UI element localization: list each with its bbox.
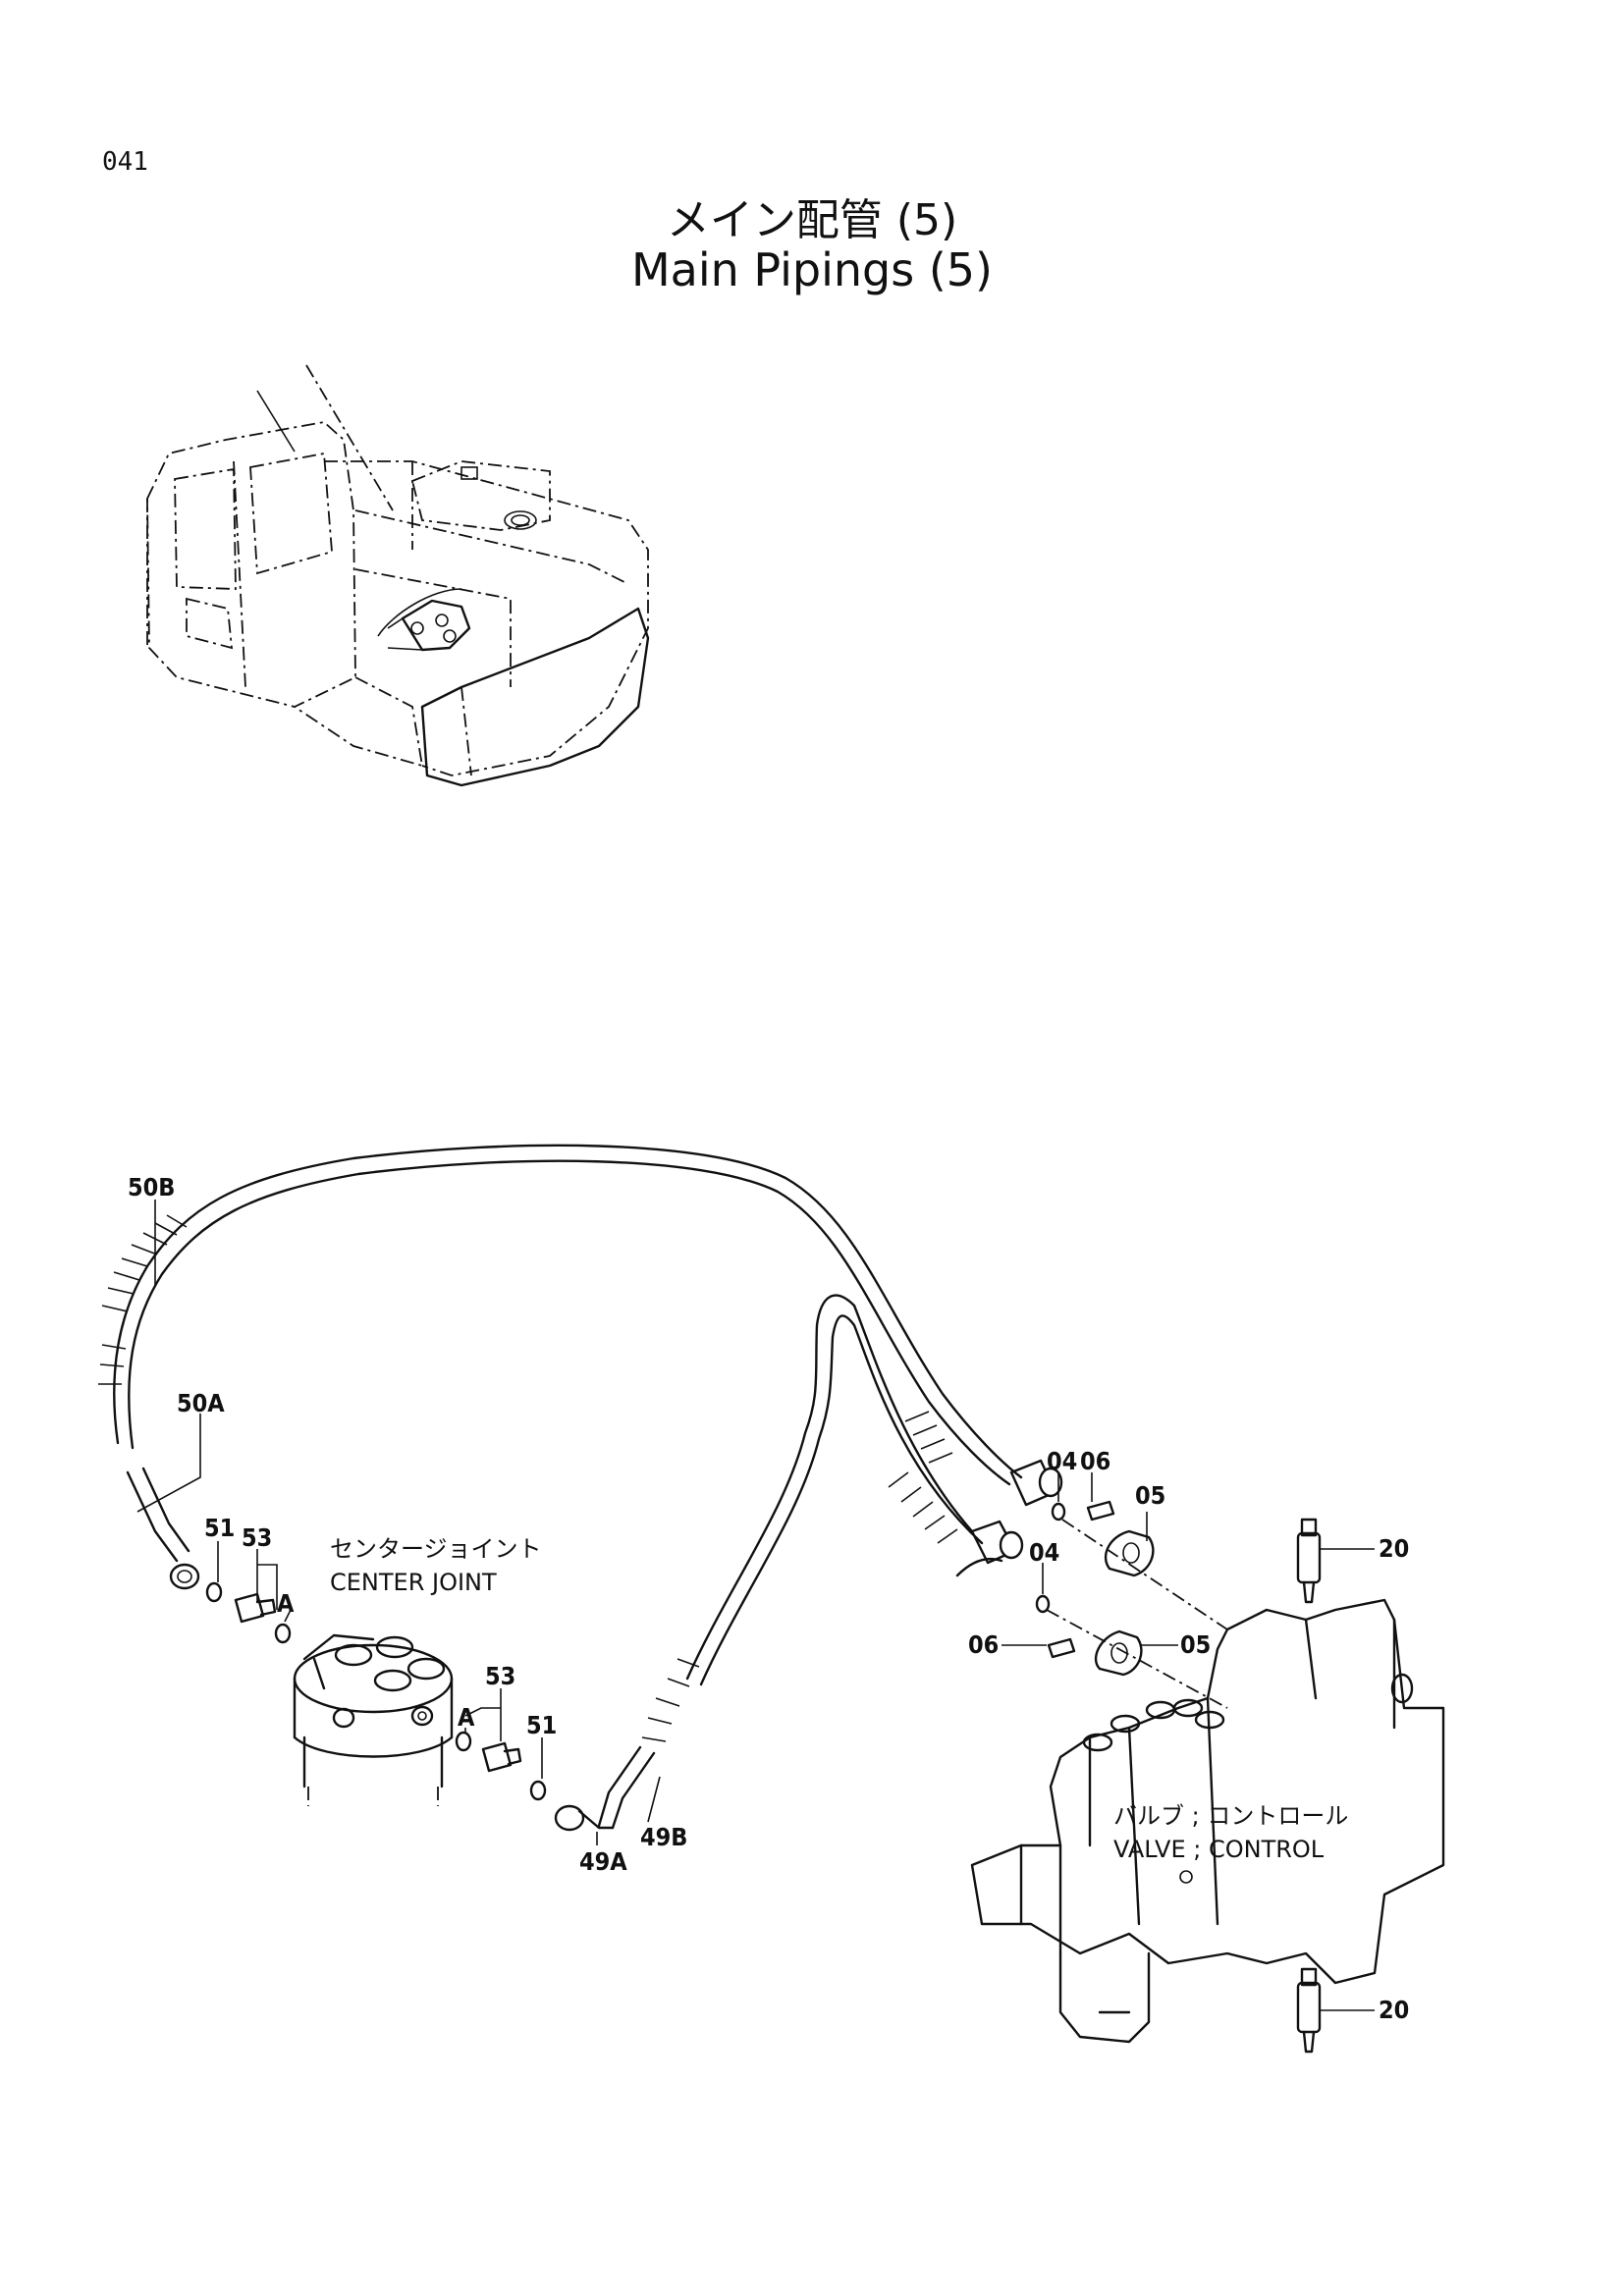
- label-04-upper: 04: [1047, 1447, 1077, 1475]
- fittings-right: [455, 1731, 547, 1801]
- label-20-upper: 20: [1379, 1534, 1409, 1563]
- sensor-20-upper: [1296, 1518, 1322, 1604]
- control-valve: [970, 1598, 1445, 2044]
- label-53-right: 53: [485, 1662, 515, 1690]
- label-06-lower: 06: [968, 1630, 999, 1659]
- label-49A: 49A: [579, 1847, 627, 1876]
- center-joint: [293, 1633, 454, 1806]
- label-20-lower: 20: [1379, 1996, 1409, 2024]
- excavator-body: [146, 364, 650, 787]
- hose-50B: [98, 1144, 1063, 1590]
- caption-center-joint-en: CENTER JOINT: [330, 1569, 497, 1596]
- hose-49B: [554, 1294, 1024, 1832]
- label-50A: 50A: [177, 1389, 225, 1417]
- label-53-left: 53: [242, 1523, 272, 1552]
- label-04-lower: 04: [1029, 1538, 1059, 1567]
- label-51-left: 51: [204, 1514, 235, 1542]
- flange-upper: [1051, 1500, 1228, 1630]
- label-05-lower: 05: [1180, 1630, 1211, 1659]
- title-japanese: メイン配管 (5): [666, 195, 958, 245]
- label-A-right: A: [458, 1703, 475, 1732]
- adapter-53-right: [481, 1741, 513, 1773]
- label-49B: 49B: [640, 1823, 687, 1851]
- label-51-right: 51: [526, 1711, 557, 1739]
- leader-lines: [136, 1200, 1375, 2011]
- label-50B: 50B: [128, 1173, 175, 1201]
- title-english: Main Pipings (5): [630, 243, 994, 296]
- caption-center-joint-jp: センタージョイント: [330, 1535, 542, 1563]
- o-ring-51-left: [205, 1581, 223, 1603]
- sensor-20-lower: [1296, 1967, 1322, 2054]
- flange-lower: [1035, 1594, 1228, 1709]
- label-06-upper: 06: [1080, 1447, 1110, 1475]
- o-ring-A-left: [274, 1623, 292, 1644]
- label-A-left: A: [277, 1589, 295, 1618]
- label-05-upper: 05: [1135, 1481, 1165, 1510]
- adapter-53-left: [234, 1592, 265, 1624]
- o-ring-A-right: [455, 1731, 472, 1752]
- caption-valve-en: VALVE ; CONTROL: [1113, 1836, 1325, 1863]
- caption-valve-jp: バルブ ; コントロール: [1113, 1802, 1348, 1830]
- callout-labels: 50B 50A 51 53 A 53 A 51 49A 49B 04 06 05…: [128, 1173, 1409, 2024]
- page-number: 041: [102, 147, 148, 177]
- fittings-left: [205, 1581, 292, 1644]
- o-ring-51-right: [529, 1780, 547, 1801]
